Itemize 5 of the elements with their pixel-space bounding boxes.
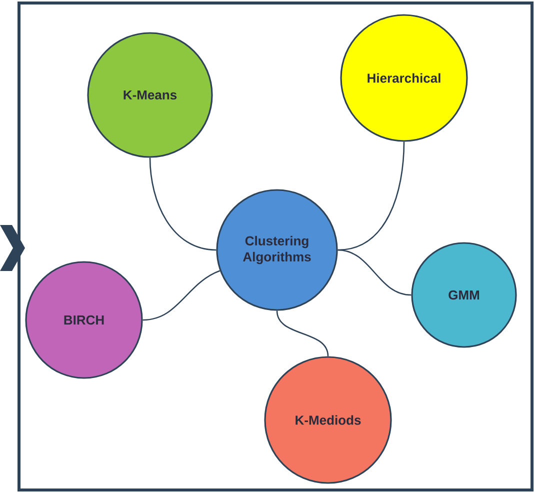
connector [338,249,412,296]
connector [149,158,216,251]
connector [142,270,220,321]
connector [338,142,405,251]
connector [276,310,329,356]
